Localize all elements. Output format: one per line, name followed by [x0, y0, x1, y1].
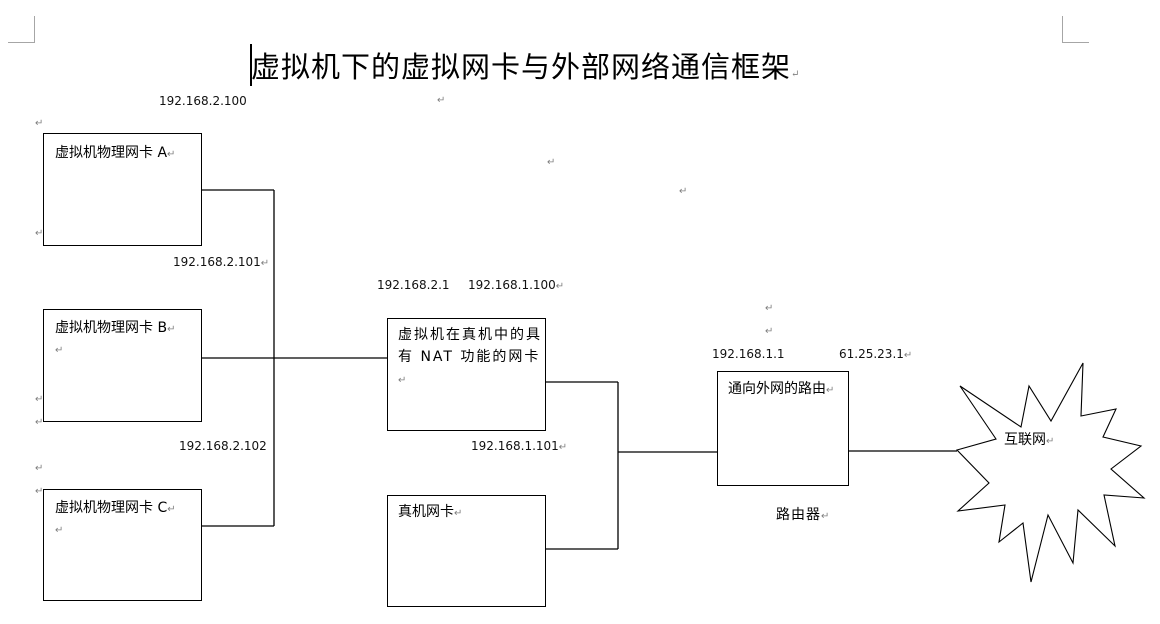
- paragraph-mark: ↵: [558, 442, 568, 453]
- ip-label-vnic-b: 192.168.2.101↵: [173, 255, 269, 269]
- paragraph-mark: ↵: [437, 95, 446, 106]
- nat-nic-label: 虚拟机在真机中的具有 NAT 功能的网卡 ↵: [398, 324, 544, 390]
- paragraph-mark: ↵: [167, 504, 176, 515]
- crop-mark-top-left: [8, 16, 35, 43]
- paragraph-mark: ↵: [679, 186, 688, 197]
- paragraph-mark: ↵: [35, 118, 44, 129]
- vnic-b-box[interactable]: 虚拟机物理网卡 B↵ ↵: [43, 309, 202, 422]
- paragraph-mark: ↵: [791, 69, 801, 80]
- ip-label-vnic-c: 192.168.2.102: [179, 439, 267, 453]
- internet-label-text: 互联网: [1004, 432, 1046, 448]
- paragraph-mark: ↵: [167, 149, 176, 160]
- nat-nic-box[interactable]: 虚拟机在真机中的具有 NAT 功能的网卡 ↵: [387, 318, 546, 431]
- vnic-a-box[interactable]: 虚拟机物理网卡 A↵: [43, 133, 202, 246]
- ip-label-router-wan: 61.25.23.1↵: [839, 347, 912, 361]
- router-label-text: 通向外网的路由: [728, 381, 826, 397]
- paragraph-mark: ↵: [454, 508, 463, 519]
- paragraph-mark: ↵: [35, 486, 44, 497]
- paragraph-mark: ↵: [826, 385, 835, 396]
- paragraph-mark: ↵: [398, 375, 409, 386]
- vnic-c-label: 虚拟机物理网卡 C↵: [55, 497, 176, 519]
- host-nic-box[interactable]: 真机网卡↵: [387, 495, 546, 607]
- paragraph-mark: ↵: [35, 417, 44, 428]
- ip-label-nat-outer: 192.168.1.100↵: [468, 278, 564, 292]
- router-box[interactable]: 通向外网的路由↵: [717, 371, 849, 486]
- router-label: 通向外网的路由↵: [728, 378, 834, 400]
- paragraph-mark: ↵: [35, 228, 44, 239]
- paragraph-mark: ↵: [167, 324, 176, 335]
- vnic-c-box[interactable]: 虚拟机物理网卡 C↵ ↵: [43, 489, 202, 601]
- paragraph-mark: ↵: [260, 258, 270, 269]
- vnic-a-label: 虚拟机物理网卡 A↵: [55, 142, 175, 164]
- crop-mark-top-right: [1062, 16, 1089, 43]
- paragraph-mark: ↵: [903, 350, 913, 361]
- paragraph-mark: ↵: [555, 281, 565, 292]
- vnic-a-label-text: 虚拟机物理网卡 A: [55, 145, 168, 161]
- document-title[interactable]: 虚拟机下的虚拟网卡与外部网络通信框架↵: [251, 48, 800, 86]
- vnic-b-label-text: 虚拟机物理网卡 B: [55, 320, 168, 336]
- paragraph-mark: ↵: [765, 326, 774, 337]
- paragraph-mark: ↵: [821, 511, 831, 522]
- ip-router-wan-text: 61.25.23.1: [839, 347, 904, 361]
- paragraph-mark: ↵: [35, 463, 44, 474]
- paragraph-mark: ↵: [55, 345, 64, 356]
- ip-label-vnic-a: 192.168.2.100: [159, 94, 247, 108]
- ip-vnic-b-text: 192.168.2.101: [173, 255, 261, 269]
- vnic-c-label-text: 虚拟机物理网卡 C: [55, 500, 168, 516]
- paragraph-mark: ↵: [1046, 436, 1055, 447]
- internet-starburst-shape: [955, 362, 1146, 583]
- title-text: 虚拟机下的虚拟网卡与外部网络通信框架: [251, 50, 792, 84]
- host-nic-label: 真机网卡↵: [398, 501, 462, 523]
- nat-nic-label-text: 虚拟机在真机中的具有 NAT 功能的网卡: [398, 327, 542, 365]
- paragraph-mark: ↵: [55, 525, 64, 536]
- internet-label[interactable]: 互联网↵: [1004, 431, 1054, 449]
- ip-label-router-lan: 192.168.1.1: [712, 347, 785, 361]
- ip-nat-outer-text: 192.168.1.100: [468, 278, 556, 292]
- paragraph-mark: ↵: [765, 303, 774, 314]
- host-nic-label-text: 真机网卡: [398, 504, 454, 520]
- ip-host-nic-text: 192.168.1.101: [471, 439, 559, 453]
- router-caption: 路由器↵: [776, 506, 830, 524]
- vnic-b-label: 虚拟机物理网卡 B↵: [55, 317, 175, 339]
- ip-label-host-nic: 192.168.1.101↵: [471, 439, 567, 453]
- paragraph-mark: ↵: [547, 157, 556, 168]
- ip-label-nat-inner: 192.168.2.1: [377, 278, 450, 292]
- paragraph-mark: ↵: [35, 394, 44, 405]
- router-caption-text: 路由器: [776, 507, 821, 523]
- text-cursor: [250, 44, 252, 86]
